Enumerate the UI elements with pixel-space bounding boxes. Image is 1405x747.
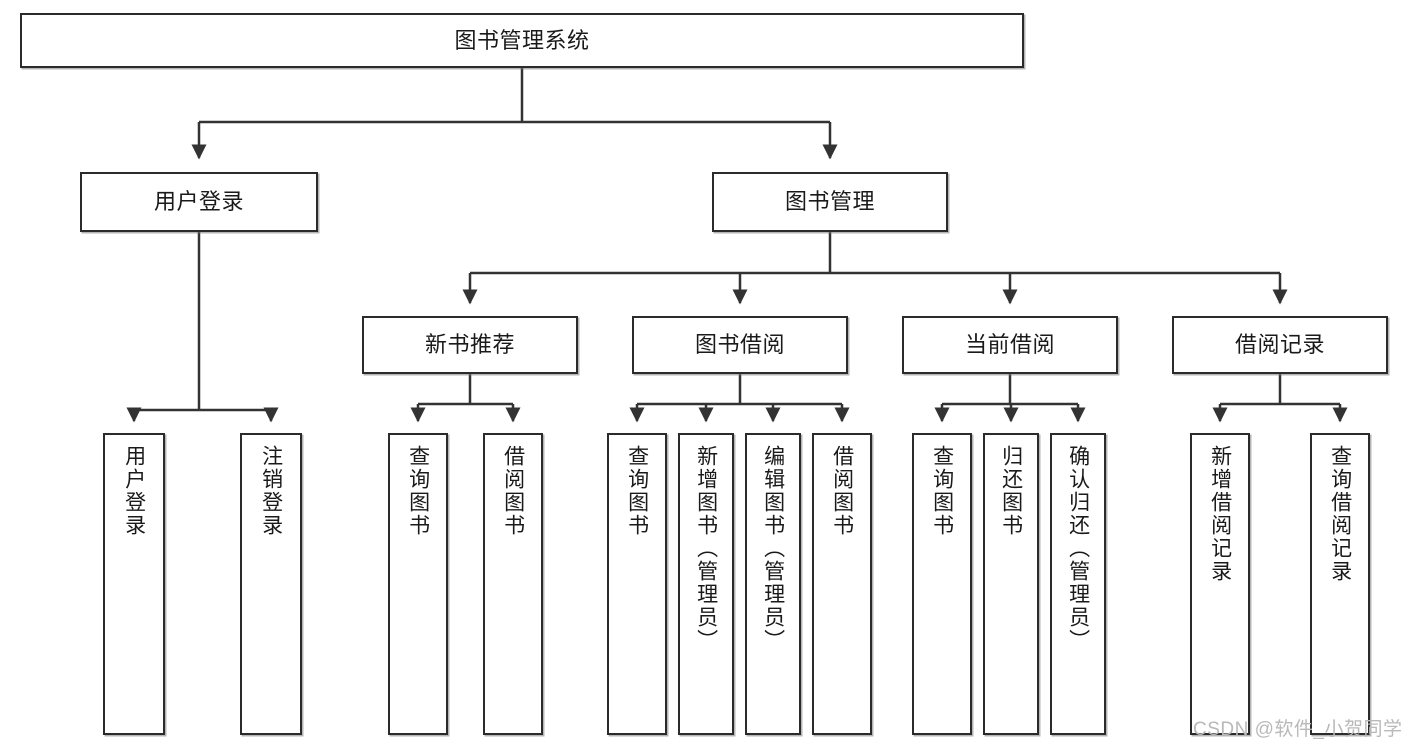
node-current-borrow-label: 当前借阅	[964, 332, 1055, 358]
node-current-borrow[interactable]: 当前借阅	[902, 316, 1118, 374]
watermark-text: CSDN @软件_小贺同学	[1193, 719, 1403, 740]
leaf-query-borrow-record[interactable]: 查询借阅记录	[1310, 433, 1370, 735]
leaf-add-book-admin[interactable]: 新增图书（管理员）	[678, 433, 734, 735]
leaf-logout[interactable]: 注销登录	[240, 433, 302, 735]
leaf-edit-book-admin[interactable]: 编辑图书（管理员）	[745, 433, 801, 735]
leaf-query-book-current[interactable]: 查询图书	[912, 433, 972, 735]
leaf-confirm-return-admin-label: 确认归还（管理员）	[1066, 445, 1090, 652]
leaf-confirm-return-admin[interactable]: 确认归还（管理员）	[1050, 433, 1106, 735]
node-book-borrow[interactable]: 图书借阅	[632, 316, 848, 374]
leaf-query-book-recommend-label: 查询图书	[406, 445, 430, 537]
leaf-query-book-recommend[interactable]: 查询图书	[388, 433, 448, 735]
leaf-return-book-label: 归还图书	[999, 445, 1023, 537]
leaf-borrow-book-label: 借阅图书	[830, 445, 854, 537]
node-root-label: 图书管理系统	[454, 27, 590, 53]
node-book-borrow-label: 图书借阅	[694, 332, 785, 358]
node-borrow-record-label: 借阅记录	[1234, 332, 1325, 358]
leaf-query-book-current-label: 查询图书	[930, 445, 954, 537]
leaf-user-login[interactable]: 用户登录	[103, 433, 165, 735]
leaf-add-borrow-record-label: 新增借阅记录	[1208, 445, 1232, 583]
leaf-edit-book-admin-label: 编辑图书（管理员）	[761, 445, 785, 652]
node-borrow-record[interactable]: 借阅记录	[1172, 316, 1388, 374]
leaf-borrow-book[interactable]: 借阅图书	[812, 433, 872, 735]
leaf-return-book[interactable]: 归还图书	[983, 433, 1039, 735]
leaf-query-book-borrow[interactable]: 查询图书	[607, 433, 667, 735]
node-book-management[interactable]: 图书管理	[712, 172, 948, 232]
node-root[interactable]: 图书管理系统	[20, 13, 1024, 68]
leaf-user-login-label: 用户登录	[122, 445, 146, 537]
leaf-logout-label: 注销登录	[259, 445, 283, 537]
leaf-borrow-book-recommend[interactable]: 借阅图书	[483, 433, 543, 735]
leaf-query-borrow-record-label: 查询借阅记录	[1328, 445, 1352, 583]
leaf-borrow-book-recommend-label: 借阅图书	[501, 445, 525, 537]
node-new-book-recommend[interactable]: 新书推荐	[362, 316, 578, 374]
leaf-add-borrow-record[interactable]: 新增借阅记录	[1190, 433, 1250, 735]
node-user-login-label: 用户登录	[153, 189, 244, 215]
leaf-add-book-admin-label: 新增图书（管理员）	[694, 445, 718, 652]
node-new-book-recommend-label: 新书推荐	[424, 332, 515, 358]
leaf-query-book-borrow-label: 查询图书	[625, 445, 649, 537]
node-book-management-label: 图书管理	[784, 189, 875, 215]
node-user-login[interactable]: 用户登录	[80, 172, 318, 232]
